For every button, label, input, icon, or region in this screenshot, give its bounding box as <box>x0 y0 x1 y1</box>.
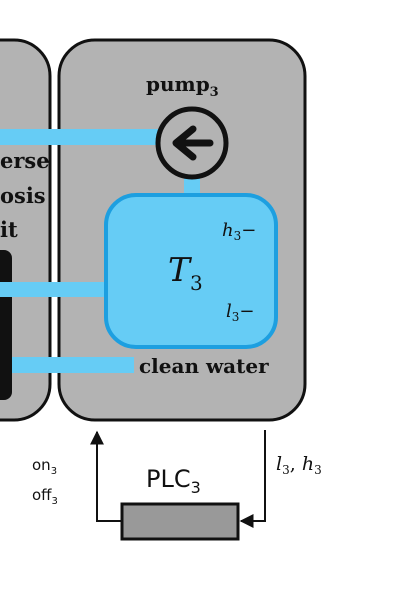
signal-off-label: off3 <box>32 486 58 507</box>
pipe-clean-water <box>12 357 134 373</box>
tank-label: T3 <box>168 250 203 295</box>
ro-label-line-1: erse <box>0 148 50 173</box>
feedback-signal-label: l3, h3 <box>276 453 322 477</box>
sensor-high-label: h3− <box>222 220 256 243</box>
arrow-left-icon <box>172 125 214 161</box>
control-signals <box>90 430 266 528</box>
clean-water-label: clean water <box>139 354 269 378</box>
feedback-arrow <box>239 430 266 528</box>
plc-box <box>120 502 240 541</box>
tank-3: T3 h3− l3− <box>104 193 278 349</box>
pipe-tank-to-ro <box>0 282 108 297</box>
pump-3: pump3 <box>146 72 229 180</box>
sensor-low-label: l3− <box>226 301 255 324</box>
actuation-arrow <box>90 430 122 522</box>
plc-3: PLC3 <box>120 465 240 541</box>
tank-body <box>104 193 278 349</box>
ro-label-line-3: it <box>0 217 18 242</box>
ro-black-unit <box>0 250 12 400</box>
pump-label: pump3 <box>146 72 219 100</box>
pipe-pump-inlet <box>0 129 158 145</box>
signal-on-label: on3 <box>32 456 57 477</box>
ro-label-line-2: osis <box>0 183 46 208</box>
plc-label: PLC3 <box>146 465 201 497</box>
